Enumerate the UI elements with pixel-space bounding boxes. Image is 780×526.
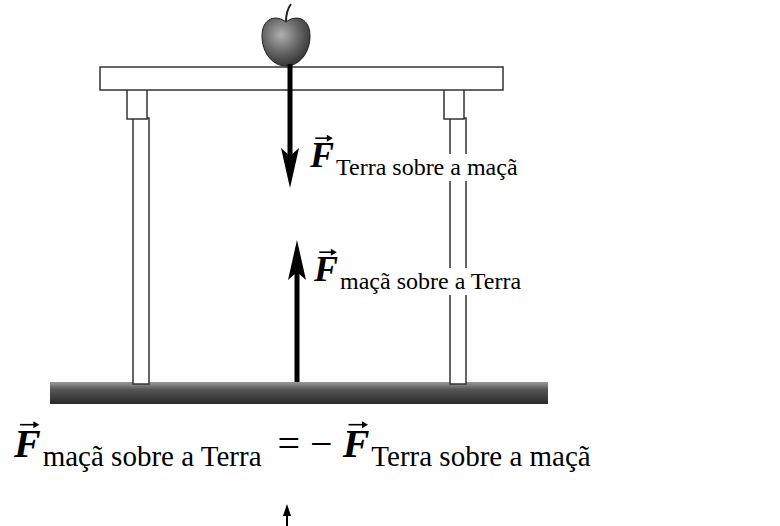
force-symbol: F [14,420,41,467]
arrow-head [288,240,306,280]
arrow-head [283,504,291,516]
leg-block [444,89,464,119]
force-arrow [295,270,300,382]
force-symbol: F [343,420,370,467]
label-group: Fmaçã sobre a Terra= −FTerra sobre a maç… [14,420,593,467]
label-group: Fmaçã sobre a Terra [314,248,523,290]
vector-arrows [20,135,368,429]
label-group: FTerra sobre a maçã [310,134,520,176]
force-subscript: maçã sobre a Terra [338,268,523,295]
leg-block [127,89,147,119]
equation-operator: = − [278,420,333,467]
ground [50,382,548,404]
apple [262,18,310,66]
arrow-head [281,148,299,188]
force-symbol: F [310,134,334,176]
force-subscript: maçã sobre a Terra [41,440,264,473]
force-subscript: Terra sobre a maçã [369,440,592,473]
force-arrow [288,64,293,160]
table-leg [133,118,149,384]
force-symbol: F [314,248,338,290]
table-top [100,67,503,90]
force-subscript: Terra sobre a maçã [334,154,520,181]
apple-stem [286,4,291,22]
